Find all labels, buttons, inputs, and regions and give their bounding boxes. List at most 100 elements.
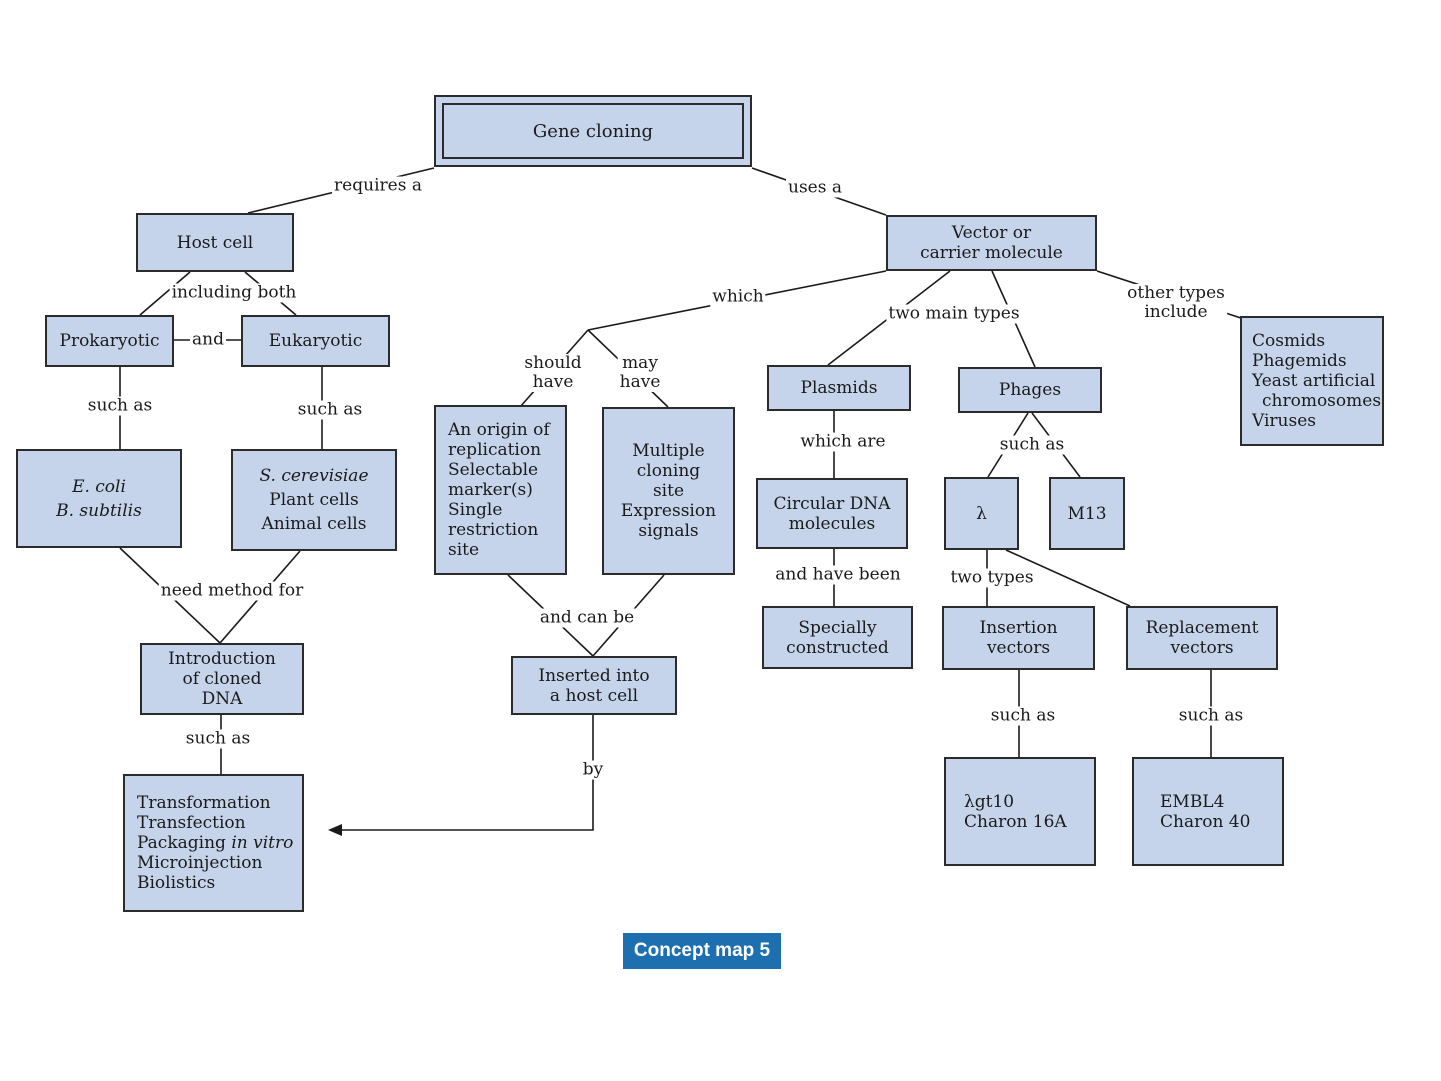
- text-line: S. cerevisiae: [259, 466, 369, 486]
- text-line: Phages: [998, 380, 1062, 400]
- text-line: Animal cells: [261, 514, 367, 534]
- text-line: Charon 40: [1160, 811, 1251, 832]
- label-such-as-intro: such as: [183, 728, 253, 749]
- text-line: Single: [448, 500, 503, 520]
- label-two-types: two types: [948, 567, 1036, 588]
- text-line: Plasmids: [800, 378, 878, 398]
- node-host-cell: Host cell: [136, 213, 294, 272]
- node-phages: Phages: [958, 367, 1102, 413]
- label-and-can-be: and can be: [537, 607, 637, 628]
- label-by: by: [580, 759, 606, 780]
- text-line: λ: [976, 503, 987, 524]
- label-such-as-replacement: such as: [1176, 705, 1246, 726]
- text-line: site: [448, 540, 480, 560]
- text-line: EMBL4: [1160, 791, 1225, 812]
- text-line: have: [532, 372, 574, 392]
- text-line: Cosmids: [1252, 331, 1326, 351]
- text-line: Expression: [620, 501, 717, 521]
- text-line: Transformation: [137, 793, 271, 813]
- node-gene-cloning: Gene cloning: [434, 95, 752, 167]
- label-and: and: [190, 329, 226, 350]
- text-line: An origin of: [448, 420, 550, 440]
- label-need-method: need method for: [158, 580, 306, 601]
- text-line: a host cell: [549, 685, 639, 706]
- label-requires: requires a: [332, 175, 424, 196]
- node-prokaryotic-examples: E. coli B. subtilis: [16, 449, 182, 548]
- caption-concept-map: Concept map 5: [623, 933, 781, 969]
- text-line: Plant cells: [269, 490, 359, 510]
- text-line: DNA: [201, 689, 243, 709]
- label-such-as-insertion: such as: [988, 705, 1058, 726]
- text-line: vectors: [986, 638, 1051, 658]
- text-line: B. subtilis: [56, 500, 142, 521]
- text-line: replication: [448, 440, 542, 460]
- line-inserted-methods: [328, 715, 594, 836]
- text-line: of cloned: [182, 669, 262, 689]
- text-line: Insertion: [979, 618, 1058, 638]
- text-line: Charon 16A: [964, 811, 1067, 832]
- text-line: signals: [638, 521, 699, 541]
- node-gene-cloning-label: Gene cloning: [442, 103, 744, 159]
- text-line: Packaging in vitro: [137, 833, 294, 853]
- text-line: Vector or: [951, 223, 1032, 243]
- text-line: vectors: [1170, 638, 1234, 658]
- text-line: Host cell: [176, 232, 254, 253]
- text-line: may: [622, 353, 658, 373]
- text-line: restriction: [448, 520, 539, 540]
- text-line: molecules: [788, 513, 876, 534]
- text-line: chromosomes: [1262, 391, 1382, 411]
- text-line: Replacement: [1145, 618, 1259, 638]
- label-such-as-prok: such as: [85, 395, 155, 416]
- line-lambda-replacement: [1005, 549, 1131, 607]
- text-line: Specially: [798, 617, 877, 638]
- label-uses: uses a: [786, 177, 844, 198]
- text-line: Circular DNA: [773, 493, 891, 514]
- text-line: have: [619, 372, 661, 392]
- text-line: Transfection: [137, 813, 246, 833]
- text-line: constructed: [786, 637, 889, 658]
- label-two-main-types: two main types: [886, 303, 1022, 324]
- node-plasmids: Plasmids: [767, 365, 911, 411]
- line-host-prok: [139, 271, 191, 316]
- text-line: Eukaryotic: [268, 331, 363, 351]
- text-line: Biolistics: [137, 873, 216, 893]
- node-m13: M13: [1049, 477, 1125, 550]
- label-which: which: [710, 286, 766, 307]
- text-line: Microinjection: [137, 853, 263, 873]
- text-line: Phagemids: [1252, 351, 1347, 371]
- text-line: Inserted into: [538, 665, 650, 686]
- text-line: Prokaryotic: [59, 331, 160, 351]
- text-line: Multiple: [632, 441, 705, 461]
- text-line: Yeast artificial: [1252, 371, 1376, 391]
- label-including: including both: [169, 282, 299, 303]
- text-line: E. coli: [72, 476, 126, 497]
- label-such-as-euk: such as: [295, 399, 365, 420]
- text-line: should: [524, 353, 582, 373]
- text-line: other types: [1127, 283, 1225, 303]
- text-line: include: [1144, 302, 1208, 322]
- text-line: M13: [1067, 503, 1107, 524]
- text-line: Introduction: [168, 649, 276, 669]
- node-prokaryotic: Prokaryotic: [45, 315, 174, 367]
- text-line: site: [652, 481, 685, 501]
- text-line: marker(s): [448, 480, 533, 500]
- text-line: Viruses: [1252, 411, 1316, 431]
- label-and-have-been: and have been: [773, 564, 903, 585]
- text-line: cloning: [636, 461, 701, 481]
